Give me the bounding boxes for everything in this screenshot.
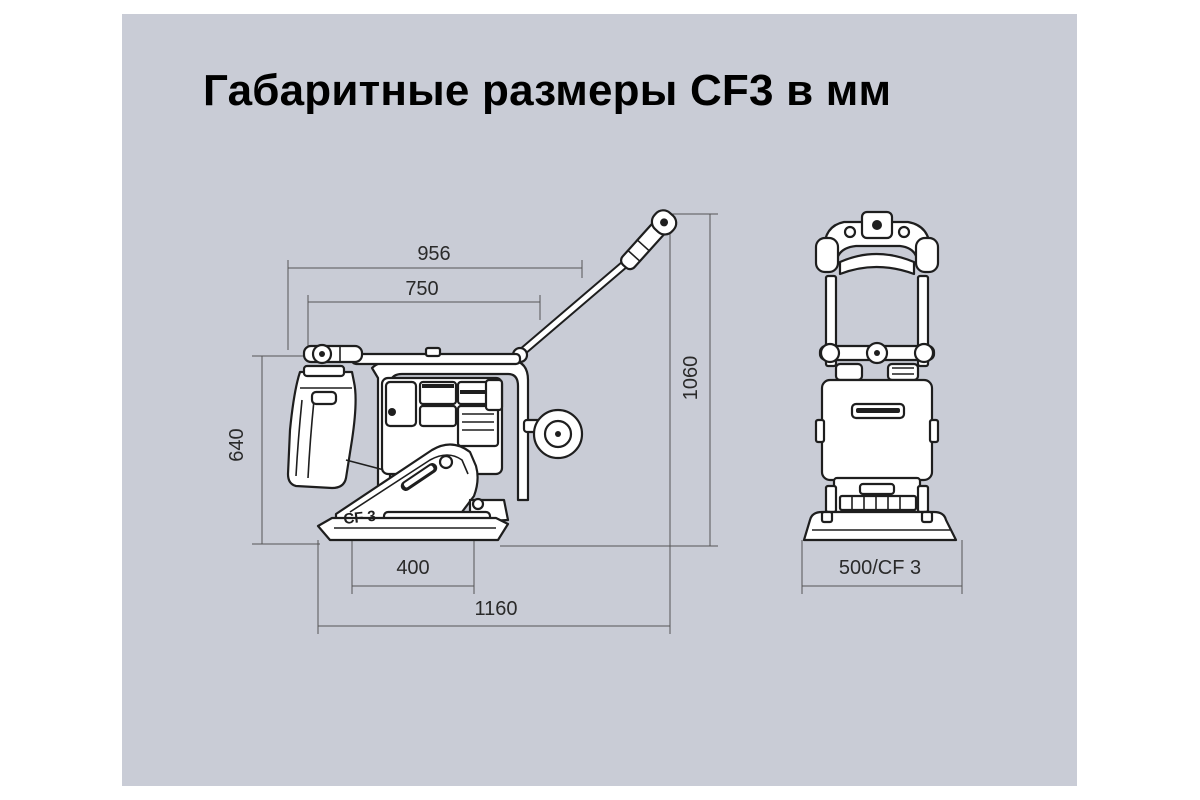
machine-label-side: CF 3	[343, 508, 377, 528]
dim-label-500: 500/CF 3	[839, 557, 921, 579]
dim-label-1060: 1060	[680, 356, 702, 401]
dim-750: 750	[307, 278, 541, 350]
machine-front-view	[802, 210, 958, 542]
dim-956: 956	[287, 243, 583, 350]
dim-1160: 1160	[317, 230, 671, 634]
dim-640: 640	[226, 355, 320, 545]
page-title: Габаритные размеры CF3 в мм	[203, 66, 892, 115]
dim-label-1160: 1160	[474, 598, 517, 620]
machine-side-view: CF 3	[286, 209, 678, 542]
dim-label-956: 956	[417, 243, 450, 265]
dim-label-640: 640	[226, 428, 248, 461]
dim-label-400: 400	[396, 557, 429, 579]
dim-400: 400	[351, 540, 475, 594]
dim-label-750: 750	[405, 278, 438, 300]
dim-500: 500/CF 3	[801, 540, 963, 594]
dim-1060: 1060	[500, 213, 718, 547]
